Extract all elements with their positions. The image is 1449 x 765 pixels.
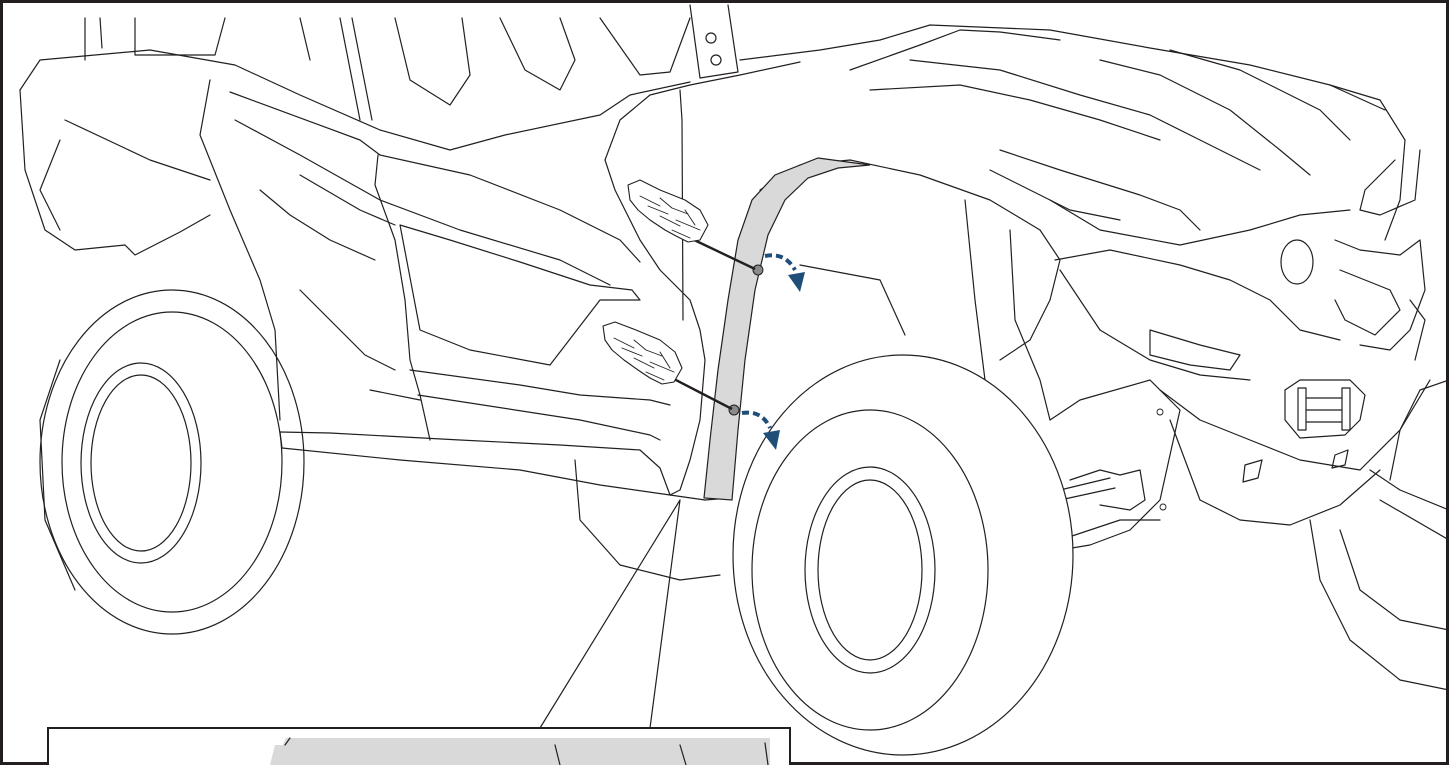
fender-trim-highlight	[703, 157, 871, 501]
hand-with-screwdriver-upper	[627, 179, 756, 271]
front-wheel	[732, 354, 1074, 756]
fastener-icon	[728, 404, 740, 416]
hand-icon	[602, 321, 683, 385]
rotation-arrow-icon	[741, 410, 772, 429]
fastener-upper	[752, 264, 764, 276]
hand-with-screwdriver-lower	[602, 321, 733, 411]
utv-body	[19, 4, 1449, 691]
rotation-arrow-lower	[741, 410, 780, 450]
detail-callout	[47, 499, 791, 765]
fastener-icon	[752, 264, 764, 276]
callout-trim-highlight	[270, 738, 770, 765]
rotation-arrow-icon	[764, 253, 797, 272]
rotation-arrow-upper	[764, 253, 805, 292]
screwdriver-icon	[671, 376, 733, 411]
hand-icon	[627, 179, 709, 243]
screwdriver-icon	[689, 236, 756, 271]
fastener-lower	[728, 404, 740, 416]
